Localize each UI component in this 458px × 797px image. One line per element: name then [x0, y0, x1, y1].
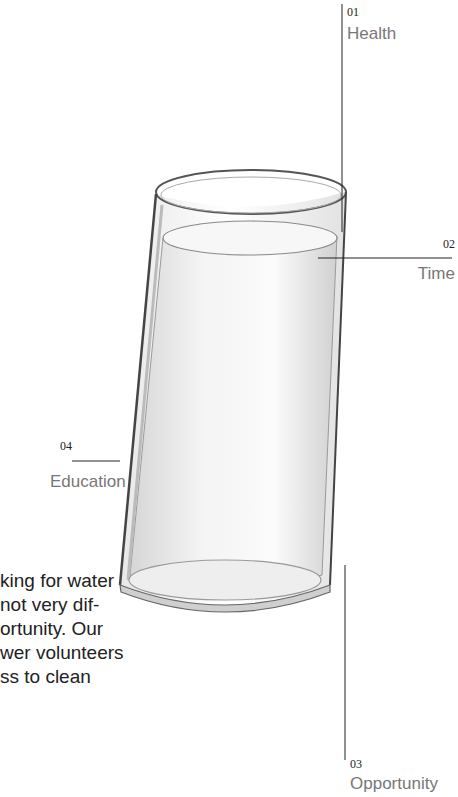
- callout-number: 02: [443, 238, 455, 252]
- body-text: king for water: [0, 570, 114, 592]
- body-text: wer volunteers: [0, 642, 124, 664]
- glass-side: [330, 192, 346, 585]
- body-text: ortunity. Our: [0, 618, 103, 640]
- leader-line: [318, 258, 452, 259]
- body-text: not very dif-: [0, 594, 99, 616]
- callout-number: 03: [350, 758, 362, 772]
- callout-label: Education: [50, 472, 126, 492]
- glass-body: [120, 192, 345, 604]
- glass-highlight: [128, 205, 162, 580]
- glass-rim-inner: [161, 177, 341, 213]
- glass-side: [120, 194, 156, 585]
- glass-rim: [156, 170, 346, 214]
- callout-label: Opportunity: [350, 774, 438, 794]
- water: [130, 236, 337, 590]
- water-surface: [163, 221, 337, 255]
- leader-line: [72, 461, 120, 462]
- callout-number: 04: [60, 440, 72, 454]
- glass-base-edge: [120, 585, 330, 612]
- callout-label: Time: [418, 264, 455, 284]
- leader-line: [345, 565, 346, 760]
- callout-number: 01: [347, 6, 359, 20]
- callout-label: Health: [347, 24, 396, 44]
- glass-base: [129, 560, 321, 600]
- leader-line: [342, 4, 343, 232]
- body-text: ss to clean: [0, 666, 91, 688]
